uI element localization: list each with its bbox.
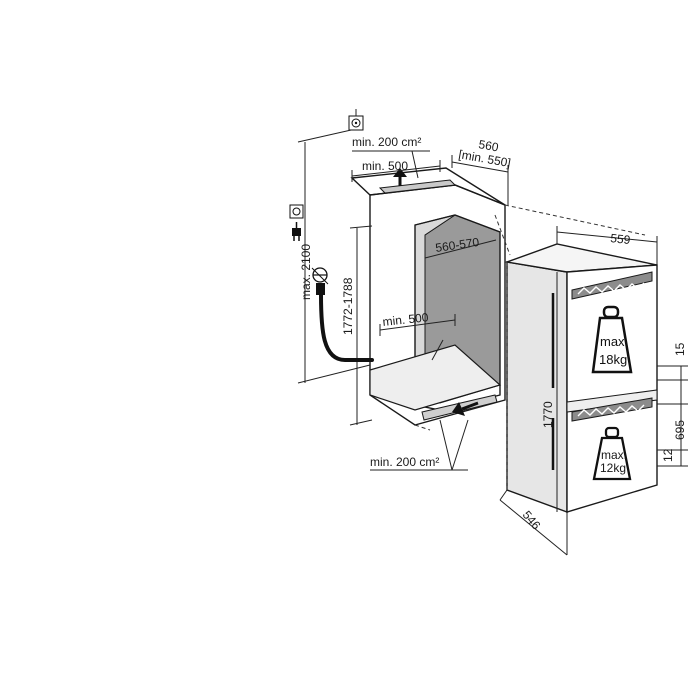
niche-depth-label: 560 — [477, 137, 499, 154]
socket-icon — [348, 115, 364, 131]
appliance-height-label: 1770 — [541, 401, 555, 428]
vent-bottom-leader-1 — [439, 419, 453, 471]
appliance-side — [506, 261, 568, 514]
niche-width-dimension-line — [424, 239, 497, 259]
max-height-label: max. 2100 — [299, 244, 313, 300]
power-plug-icon — [289, 204, 304, 241]
airflow-arrow-icon — [452, 401, 479, 416]
top-vent-slot — [378, 179, 457, 194]
weight-icon — [592, 426, 632, 481]
lower-rail-pattern — [577, 404, 645, 417]
bottom-opening-label: min. 500 — [382, 310, 430, 329]
niche-width-label: 560-570 — [434, 235, 480, 255]
dim-695-label: 695 — [673, 420, 687, 440]
dim-12-label: 12 — [661, 448, 675, 462]
installation-niche — [350, 167, 646, 431]
vent-bottom-label: min. 200 cm² — [370, 455, 439, 469]
airflow-arrow-icon — [393, 168, 407, 186]
appliance-depth-tick-left — [499, 489, 508, 501]
niche-depth-guide — [504, 204, 646, 236]
niche-plinth — [369, 344, 502, 411]
bottom-opening-leader — [431, 339, 444, 361]
niche-back-guide — [494, 214, 511, 256]
niche-top-face — [350, 167, 506, 206]
lower-door-rail — [571, 397, 653, 422]
niche-height-bottom-tick — [349, 419, 373, 426]
appliance — [504, 243, 658, 514]
niche-depth-min-label: [min. 550] — [457, 147, 511, 170]
vent-bottom-leader-2 — [451, 419, 469, 471]
dim-15-label: 15 — [673, 342, 687, 356]
appliance-width-dimension-line — [556, 231, 658, 243]
max-height-bottom-extension — [297, 364, 371, 384]
upper-door-rail — [571, 271, 653, 300]
vent-top-label: min. 200 cm² — [352, 135, 421, 149]
appliance-front — [566, 264, 658, 513]
water-hose — [319, 293, 374, 362]
niche-height-label: 1772-1788 — [341, 277, 355, 335]
niche-depth-dimension-line — [451, 161, 509, 173]
lower-weight-max: max. — [601, 448, 627, 462]
bottom-opening-dimension-line — [379, 319, 456, 331]
weight-icon — [591, 305, 633, 374]
appliance-depth-label: 546 — [520, 508, 544, 533]
niche-bottom-guide — [414, 424, 431, 431]
niche-height-top-tick — [349, 225, 373, 229]
upper-weight-max: max. — [600, 334, 628, 349]
appliance-width-label: 559 — [610, 231, 632, 247]
appliance-depth-dimension-line — [499, 499, 568, 556]
top-opening-dimension-line — [351, 165, 441, 177]
top-opening-label: min. 500 — [362, 159, 408, 173]
upper-weight-value: 18kg — [599, 352, 627, 367]
upper-rail-pattern — [577, 282, 645, 295]
vent-top-leader — [411, 150, 419, 179]
door-divider — [566, 389, 658, 413]
lower-weight-value: 12kg — [600, 461, 626, 475]
water-tap-icon — [311, 267, 329, 295]
